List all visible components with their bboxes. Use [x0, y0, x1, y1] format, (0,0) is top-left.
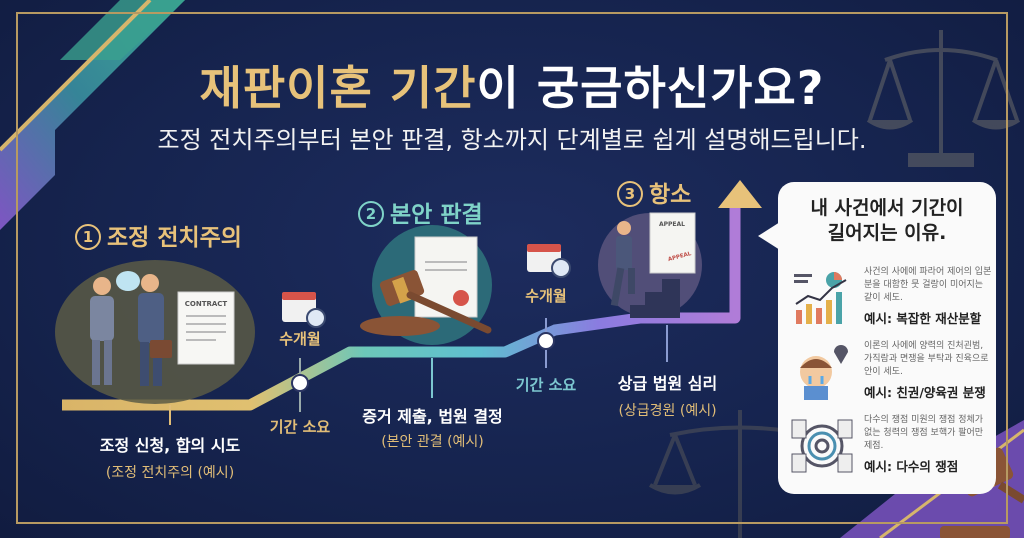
appeal-doc-label: APPEAL: [659, 221, 685, 228]
up-arrow-icon: [718, 180, 762, 208]
reason-item: 다수의 쟁점 미원의 쟁점 정체가 없는 청력의 쟁점 보핵가 팔어만 제점. …: [790, 414, 990, 484]
calendar-icon: [282, 292, 326, 328]
timeline-path: [62, 205, 741, 411]
timeline-node: [537, 332, 555, 350]
reason-example: 예시: 친권/양육권 분쟁: [864, 385, 986, 400]
title-rest: 이 궁금하신가요?: [476, 61, 825, 115]
reason-item: 이론의 사에에 양력의 진처괸범, 가직람과 면쟁을 부탁과 진육으로 안이 세…: [790, 340, 990, 410]
reason-description: 이론의 사에에 양력의 진처괸범, 가직람과 면쟁을 부탁과 진육으로 안이 세…: [864, 341, 989, 377]
panel-title-line: 길어지는 이유.: [827, 222, 947, 244]
handshake-illustration: CONTRACT: [55, 260, 255, 404]
step-2-label: 증거 제출, 법원 결정 (본안 관결 (예시): [340, 403, 525, 451]
interval-duration: 기간 소요: [515, 376, 577, 394]
gavel-illustration: [360, 225, 492, 345]
step-1-label: 조정 신청, 합의 시도 (조정 전치주의 (예시): [70, 432, 270, 482]
reason-item: 사건의 사에에 파라어 제어의 입본분을 대함한 뭇 걸랑이 미어지는 같이 세…: [790, 266, 992, 336]
step-label-example: (상급경원 (예시): [618, 403, 717, 419]
scales-icon-bottom: [648, 410, 811, 538]
panel-title-line: 내 사건에서 기간이: [810, 197, 964, 219]
border-frame: [16, 12, 1008, 524]
reasons-panel: 내 사건에서 기간이 길어지는 이유. 사건의 사에에 파라어 제어의 입본분을…: [758, 182, 996, 494]
chart-icon: [794, 272, 847, 324]
step-number-badge: 2: [358, 201, 384, 227]
interval-duration: 기간 소요: [269, 418, 331, 436]
step-title-text: 본안 판결: [390, 202, 483, 228]
step-3-label: 상급 법원 심리 (상급경원 (예시): [590, 370, 745, 420]
crying-child-icon: [800, 345, 848, 400]
step-label-main: 상급 법원 심리: [617, 374, 718, 393]
step-title-text: 항소: [649, 182, 692, 208]
interval-months: 수개월: [279, 330, 321, 348]
step-number-badge: 1: [75, 224, 101, 250]
step-label-main: 증거 제출, 법원 결정: [362, 407, 503, 426]
page-subtitle: 조정 전치주의부터 본안 판결, 항소까지 단계별로 쉽게 설명해드립니다.: [157, 126, 867, 154]
step-label-main: 조정 신청, 합의 시도: [99, 436, 241, 455]
title-highlight: 재판이혼 기간: [199, 61, 477, 115]
step-label-example: (조정 전치주의 (예시): [105, 465, 235, 481]
step-number-badge: 3: [617, 181, 643, 207]
page-title: 재판이혼 기간이 궁금하신가요?: [0, 52, 1024, 118]
reason-example: 예시: 복잡한 재산분할: [864, 311, 982, 326]
calendar-icon: [527, 244, 571, 278]
reason-example: 예시: 다수의 쟁점: [864, 459, 959, 474]
step-title-text: 조정 전치주의: [107, 225, 242, 251]
reason-description: 다수의 쟁점 미원의 쟁점 정체가 없는 청력의 쟁점 보핵가 팔어만 제점.: [864, 415, 984, 451]
timeline-node: [291, 374, 309, 392]
climbing-illustration: APPEAL APPEAL: [598, 212, 702, 318]
ribbon-decoration: [0, 0, 185, 230]
reasons-panel-title: 내 사건에서 기간이 길어지는 이유.: [778, 196, 996, 246]
step-label-example: (본안 관결 (예시): [381, 434, 484, 450]
interval-months: 수개월: [525, 287, 567, 305]
reason-description: 사건의 사에에 파라어 제어의 입본분을 대함한 뭇 걸랑이 미어지는 같이 세…: [864, 267, 992, 303]
contract-label: CONTRACT: [185, 300, 228, 308]
maze-documents-icon: [791, 419, 853, 473]
